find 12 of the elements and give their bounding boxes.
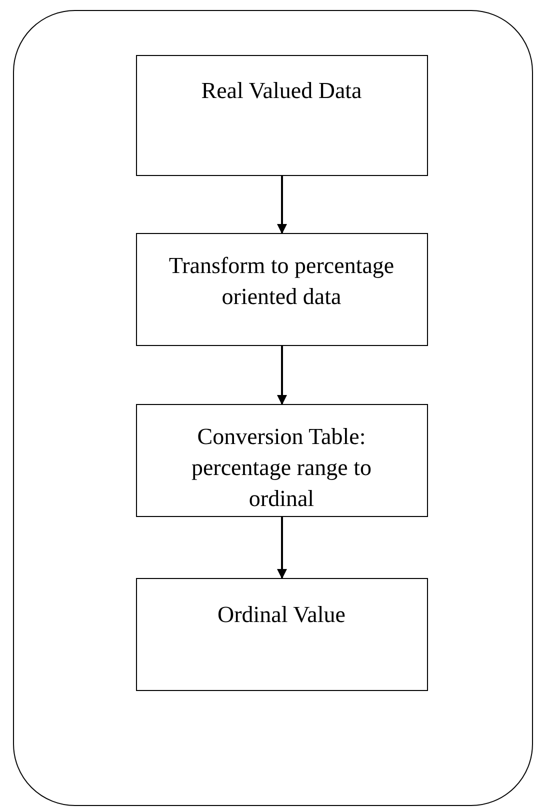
- arrow: [277, 346, 287, 405]
- arrow: [277, 517, 287, 579]
- process-box: [136, 54, 428, 176]
- process-box: [136, 232, 428, 346]
- arrow: [277, 176, 287, 234]
- box-label: Conversion Table: percentage range to ordinal: [190, 422, 373, 512]
- process-box: [136, 404, 428, 516]
- container-panel: [13, 10, 533, 806]
- box-label: Transform to percentage oriented data: [168, 252, 396, 310]
- process-box: [136, 578, 428, 690]
- box-label: Ordinal Value: [216, 600, 346, 628]
- box-label: Real Valued Data: [200, 76, 363, 104]
